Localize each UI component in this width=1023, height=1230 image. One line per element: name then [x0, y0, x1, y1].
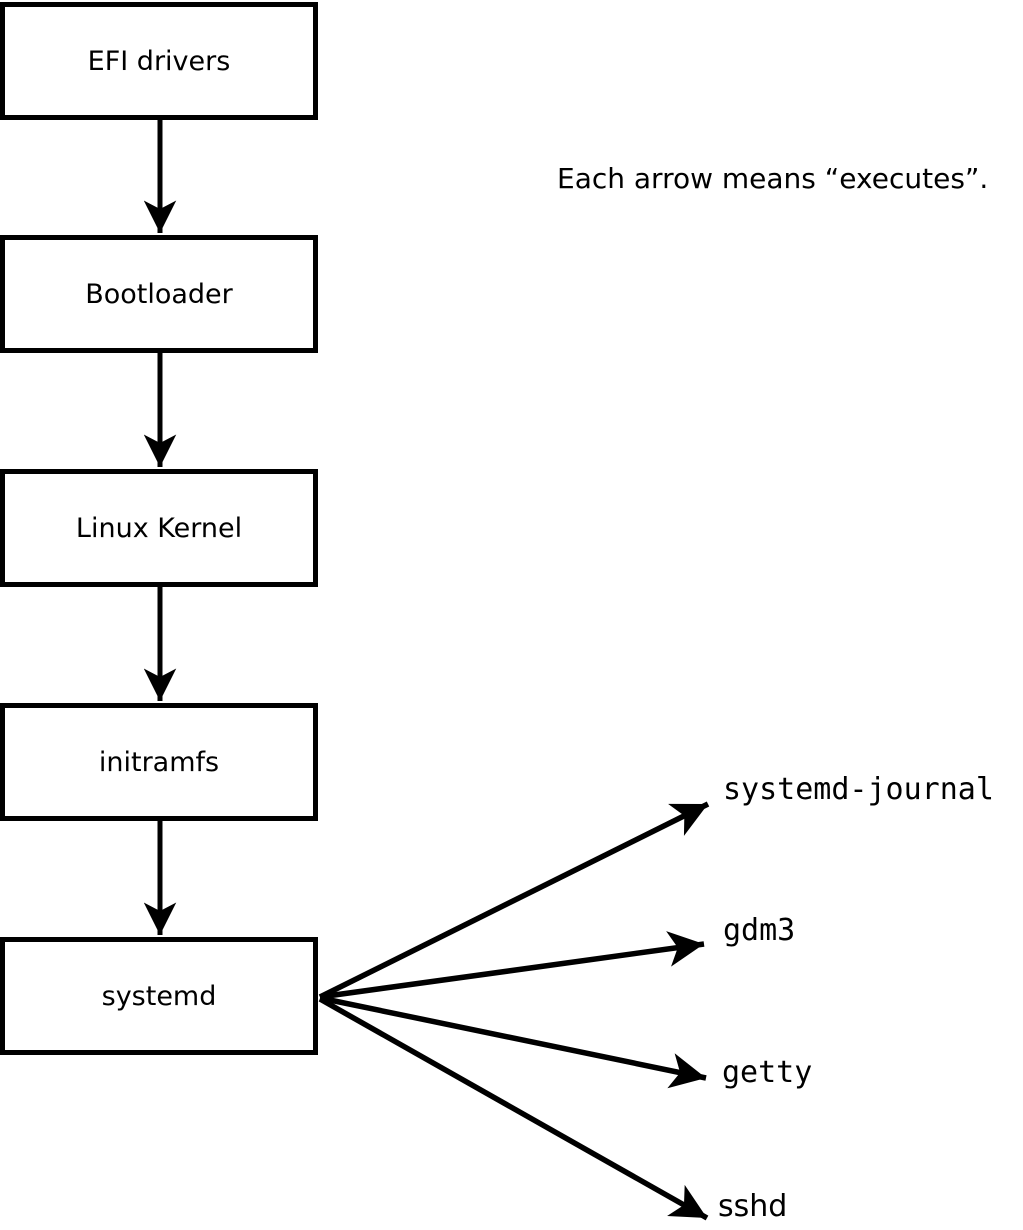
flow-box-label-systemd: systemd [101, 980, 217, 1012]
arrow-systemd-to-gdm3 [319, 931, 705, 1000]
flow-box-linux-kernel: Linux Kernel [0, 469, 318, 587]
flow-box-efi-drivers: EFI drivers [0, 2, 318, 120]
flow-box-bootloader: Bootloader [0, 235, 318, 353]
process-label-sshd: sshd [718, 1189, 788, 1224]
arrow-systemd-to-systemd-journal [318, 801, 710, 1000]
process-label-getty: getty [722, 1055, 813, 1090]
arrow-systemd-to-sshd [318, 996, 709, 1221]
legend-note: Each arrow means “executes”. [557, 162, 989, 195]
flow-box-label-initramfs: initramfs [98, 746, 220, 778]
arrow-systemd-to-getty [319, 995, 707, 1089]
process-label-gdm3: gdm3 [723, 913, 796, 948]
process-label-systemd-journal: systemd-journal [723, 772, 994, 807]
flow-box-initramfs: initramfs [0, 703, 318, 821]
flow-box-label-bootloader: Bootloader [85, 278, 233, 310]
flow-box-label-efi-drivers: EFI drivers [87, 45, 231, 77]
flow-box-systemd: systemd [0, 937, 318, 1055]
flow-box-label-linux-kernel: Linux Kernel [75, 512, 243, 544]
